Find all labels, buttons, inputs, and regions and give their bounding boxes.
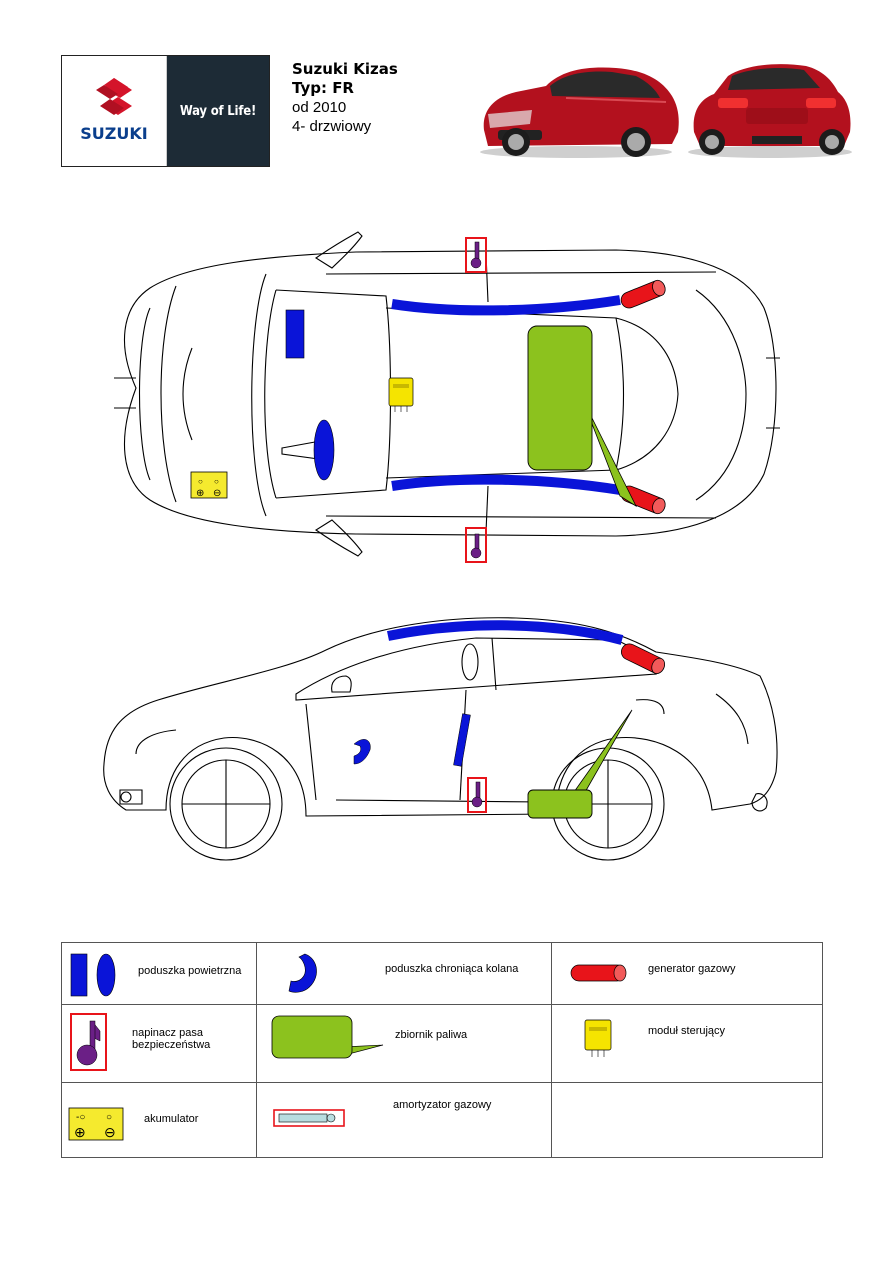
legend-table: poduszka powietrzna poduszka chroniąca k… xyxy=(61,942,823,1158)
top-view-outline xyxy=(114,231,780,557)
model-name: Suzuki Kizas xyxy=(292,60,398,78)
svg-text:-○: -○ xyxy=(76,1112,85,1123)
logo-brand-text: SUZUKI xyxy=(80,124,148,143)
car-photo-front xyxy=(480,67,679,158)
belt-tensioner-side xyxy=(467,777,487,813)
suzuki-s-emblem-icon xyxy=(96,78,132,115)
legend-gas-strut-label: amortyzator gazowy xyxy=(393,1099,492,1111)
knee-airbag-icon xyxy=(288,953,317,993)
front-airbag-rect xyxy=(285,309,305,359)
vehicle-info: Suzuki Kizas Typ: FR od 2010 4- drzwiowy xyxy=(292,60,398,136)
battery-top: ○ ○ ⊕ ⊖ xyxy=(190,471,228,499)
svg-text:⊖: ⊖ xyxy=(213,488,221,499)
legend-belt-tensioner-label-2: bezpieczeństwa xyxy=(132,1039,211,1051)
svg-text:○: ○ xyxy=(198,477,203,486)
gas-generator-top xyxy=(620,279,666,309)
legend-fuel-tank: zbiornik paliwa xyxy=(256,1004,552,1083)
side-view-outline xyxy=(103,617,778,861)
fuel-tank-top xyxy=(527,325,637,508)
control-module-icon xyxy=(584,1019,612,1057)
vehicle-type: Typ: FR xyxy=(292,79,354,97)
suzuki-logo: SUZUKI Way of Life! xyxy=(61,55,270,167)
svg-text:○: ○ xyxy=(214,477,219,486)
side-airbag-pillar xyxy=(453,713,471,767)
belt-tensioner-icon xyxy=(70,1013,107,1071)
curtain-airbag-bottom xyxy=(391,474,621,495)
legend-gas-generator: generator gazowy xyxy=(551,942,823,1005)
knee-airbag-side xyxy=(353,739,371,765)
legend-belt-tensioner-label-1: napinacz pasa xyxy=(132,1027,203,1039)
legend-gas-generator-label: generator gazowy xyxy=(648,963,736,975)
control-module-top xyxy=(388,377,414,412)
legend-gas-strut: amortyzator gazowy xyxy=(256,1082,552,1158)
svg-text:⊕: ⊕ xyxy=(74,1124,86,1140)
legend-battery: -○ ○ ⊕ ⊖ akumulator xyxy=(61,1082,257,1158)
gas-generator-side xyxy=(621,643,666,674)
car-side-view xyxy=(103,617,778,861)
car-photo-rear xyxy=(688,64,852,158)
legend-airbag: poduszka powietrzna xyxy=(61,942,257,1005)
legend-knee-airbag-label: poduszka chroniąca kolana xyxy=(385,963,519,975)
logo-slogan: Way of Life! xyxy=(167,56,269,166)
belt-tensioner-bottom xyxy=(465,527,487,563)
svg-text:⊕: ⊕ xyxy=(196,488,204,499)
fuel-tank-icon xyxy=(271,1015,384,1059)
gas-generator-icon xyxy=(570,964,627,982)
legend-control-module: moduł sterujący xyxy=(551,1004,823,1083)
production-year: od 2010 xyxy=(292,99,347,116)
svg-text:⊖: ⊖ xyxy=(104,1124,116,1140)
curtain-airbag-side xyxy=(386,620,624,645)
car-top-view: ○ ○ ⊕ ⊖ xyxy=(114,231,780,563)
legend-battery-label: akumulator xyxy=(144,1113,199,1125)
legend-airbag-label: poduszka powietrzna xyxy=(138,965,242,977)
airbag-icon xyxy=(70,953,116,997)
logo-emblem-panel: SUZUKI xyxy=(62,56,167,166)
gas-generator-bottom xyxy=(620,485,666,515)
legend-empty-cell xyxy=(551,1082,823,1158)
belt-tensioner-top xyxy=(465,237,487,273)
svg-text:○: ○ xyxy=(106,1112,112,1123)
battery-icon: -○ ○ ⊕ ⊖ xyxy=(68,1107,124,1141)
legend-fuel-tank-label: zbiornik paliwa xyxy=(395,1029,468,1041)
gas-strut-icon xyxy=(273,1109,345,1127)
legend-belt-tensioner: napinacz pasa bezpieczeństwa xyxy=(61,1004,257,1083)
curtain-airbag-top xyxy=(391,295,621,316)
legend-knee-airbag: poduszka chroniąca kolana xyxy=(256,942,552,1005)
legend-control-module-label: moduł sterujący xyxy=(648,1025,726,1037)
car-photos xyxy=(480,64,852,158)
front-airbag-oval xyxy=(313,419,335,481)
body-style: 4- drzwiowy xyxy=(292,118,372,135)
fuel-tank-side xyxy=(527,709,633,819)
